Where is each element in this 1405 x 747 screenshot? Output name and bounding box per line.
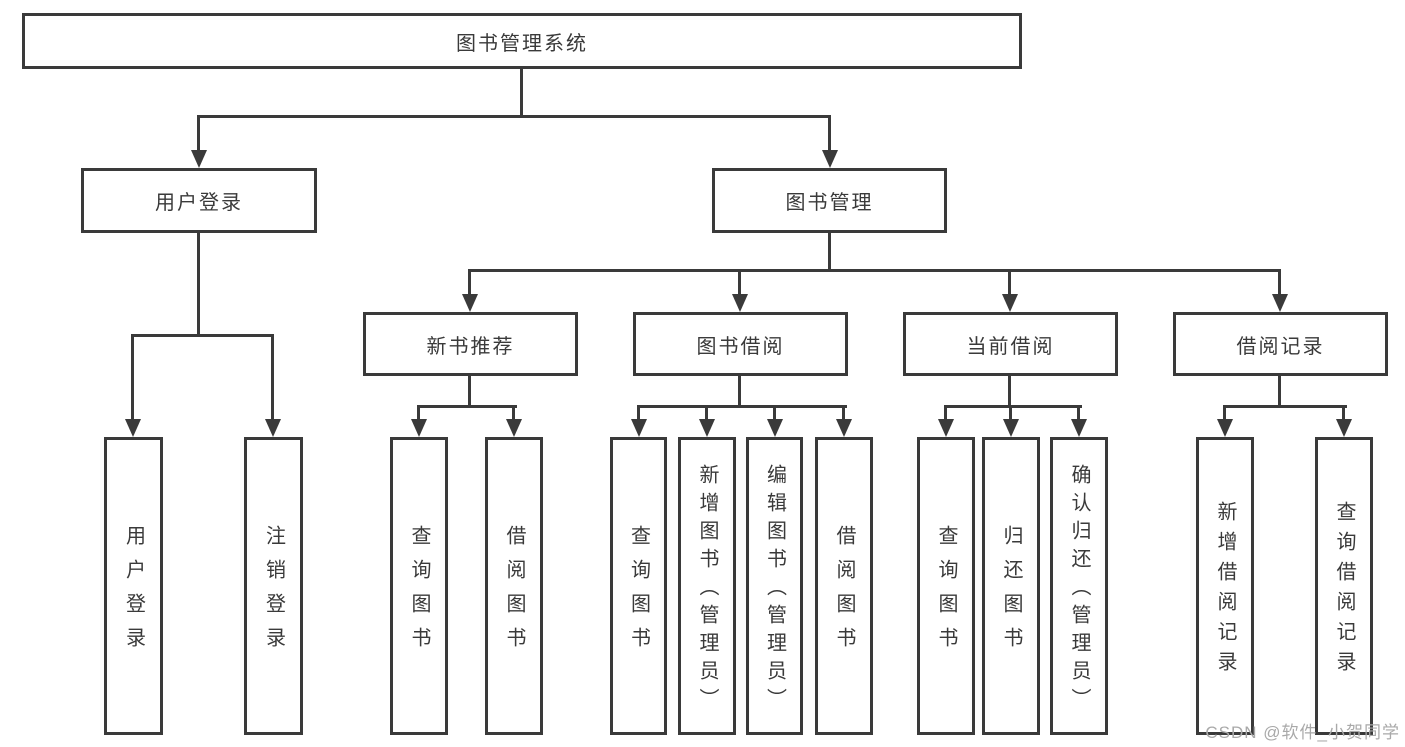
leaf-logout-label: 注销登录 [262, 525, 285, 661]
connector-line [1278, 376, 1281, 407]
arrow-down-icon [938, 419, 954, 437]
connector-line [197, 233, 200, 336]
arrow-down-icon [767, 419, 783, 437]
connector-line [1077, 407, 1080, 421]
arrow-down-icon [1272, 294, 1288, 312]
leaf-query-books-current-label: 查询图书 [935, 525, 957, 661]
leaf-borrow-books: 借阅图书 [815, 437, 873, 735]
connector-line [417, 405, 517, 408]
arrow-down-icon [265, 419, 281, 437]
node-root: 图书管理系统 [22, 13, 1022, 69]
connector-line [1223, 405, 1347, 408]
connector-line [773, 407, 776, 421]
connector-line [512, 407, 515, 421]
node-borrowing-records-label: 借阅记录 [1236, 335, 1325, 358]
connector-line [1009, 407, 1012, 421]
arrow-down-icon [411, 419, 427, 437]
connector-line [520, 69, 523, 117]
connector-line [131, 336, 134, 420]
leaf-confirm-return-admin-label: 确认归还（管理员） [1068, 464, 1090, 716]
watermark: CSDN @软件_小贺同学 [1205, 723, 1400, 742]
node-current-borrowing: 当前借阅 [903, 312, 1118, 376]
arrow-down-icon [506, 419, 522, 437]
arrow-down-icon [822, 150, 838, 168]
node-root-label: 图书管理系统 [456, 32, 588, 55]
leaf-confirm-return-admin: 确认归还（管理员） [1050, 437, 1108, 735]
node-book-borrowing: 图书借阅 [633, 312, 848, 376]
leaf-query-borrow-record: 查询借阅记录 [1315, 437, 1373, 735]
leaf-add-borrow-record-label: 新增借阅记录 [1214, 501, 1236, 681]
connector-line [842, 407, 845, 421]
connector-line [468, 271, 471, 297]
leaf-add-borrow-record: 新增借阅记录 [1196, 437, 1254, 735]
node-borrowing-records: 借阅记录 [1173, 312, 1388, 376]
arrow-down-icon [462, 294, 478, 312]
leaf-borrow-books-recommend-label: 借阅图书 [503, 525, 525, 661]
connector-line [1008, 271, 1011, 297]
connector-line [1223, 407, 1226, 421]
connector-line [197, 115, 831, 118]
connector-line [738, 376, 741, 407]
arrow-down-icon [732, 294, 748, 312]
leaf-query-books-current: 查询图书 [917, 437, 975, 735]
arrow-down-icon [1336, 419, 1352, 437]
arrow-down-icon [631, 419, 647, 437]
leaf-user-login-label: 用户登录 [122, 525, 145, 661]
connector-line [944, 407, 947, 421]
connector-line [468, 269, 1281, 272]
connector-line [705, 407, 708, 421]
arrow-down-icon [1217, 419, 1233, 437]
leaf-edit-books-admin-label: 编辑图书（管理员） [763, 464, 786, 716]
node-new-book-recommendation: 新书推荐 [363, 312, 578, 376]
leaf-borrow-books-label: 借阅图书 [833, 525, 855, 661]
node-book-borrowing-label: 图书借阅 [696, 335, 785, 358]
arrow-down-icon [1071, 419, 1087, 437]
connector-line [1342, 407, 1345, 421]
connector-line [944, 405, 1082, 408]
arrow-down-icon [1002, 294, 1018, 312]
connector-line [738, 271, 741, 297]
leaf-add-books-admin-label: 新增图书（管理员） [696, 464, 718, 716]
node-book-management-label: 图书管理 [785, 192, 874, 214]
connector-line [468, 376, 471, 407]
connector-line [828, 117, 831, 152]
connector-line [271, 336, 274, 420]
connector-line [637, 405, 847, 408]
leaf-return-books-label: 归还图书 [1000, 525, 1022, 661]
leaf-logout: 注销登录 [244, 437, 303, 735]
leaf-edit-books-admin: 编辑图书（管理员） [746, 437, 803, 735]
arrow-down-icon [1003, 419, 1019, 437]
leaf-borrow-books-recommend: 借阅图书 [485, 437, 543, 735]
leaf-query-books-recommend-label: 查询图书 [408, 525, 430, 661]
arrow-down-icon [125, 419, 141, 437]
leaf-query-books-borrow-label: 查询图书 [627, 525, 650, 661]
connector-line [637, 407, 640, 421]
connector-line [1278, 271, 1281, 297]
node-user-login: 用户登录 [81, 168, 317, 233]
arrow-down-icon [699, 419, 715, 437]
arrow-down-icon [836, 419, 852, 437]
arrow-down-icon [191, 150, 207, 168]
leaf-query-borrow-record-label: 查询借阅记录 [1333, 501, 1355, 681]
connector-line [131, 334, 274, 337]
connector-line [1008, 376, 1011, 407]
leaf-add-books-admin: 新增图书（管理员） [678, 437, 736, 735]
leaf-query-books-recommend: 查询图书 [390, 437, 448, 735]
connector-line [417, 407, 420, 421]
leaf-user-login: 用户登录 [104, 437, 163, 735]
connector-line [828, 233, 831, 271]
node-current-borrowing-label: 当前借阅 [966, 335, 1055, 358]
leaf-query-books-borrow: 查询图书 [610, 437, 667, 735]
node-user-login-label: 用户登录 [155, 192, 243, 214]
node-new-book-recommendation-label: 新书推荐 [426, 335, 515, 358]
connector-line [197, 117, 200, 152]
leaf-return-books: 归还图书 [982, 437, 1040, 735]
node-book-management: 图书管理 [712, 168, 947, 233]
